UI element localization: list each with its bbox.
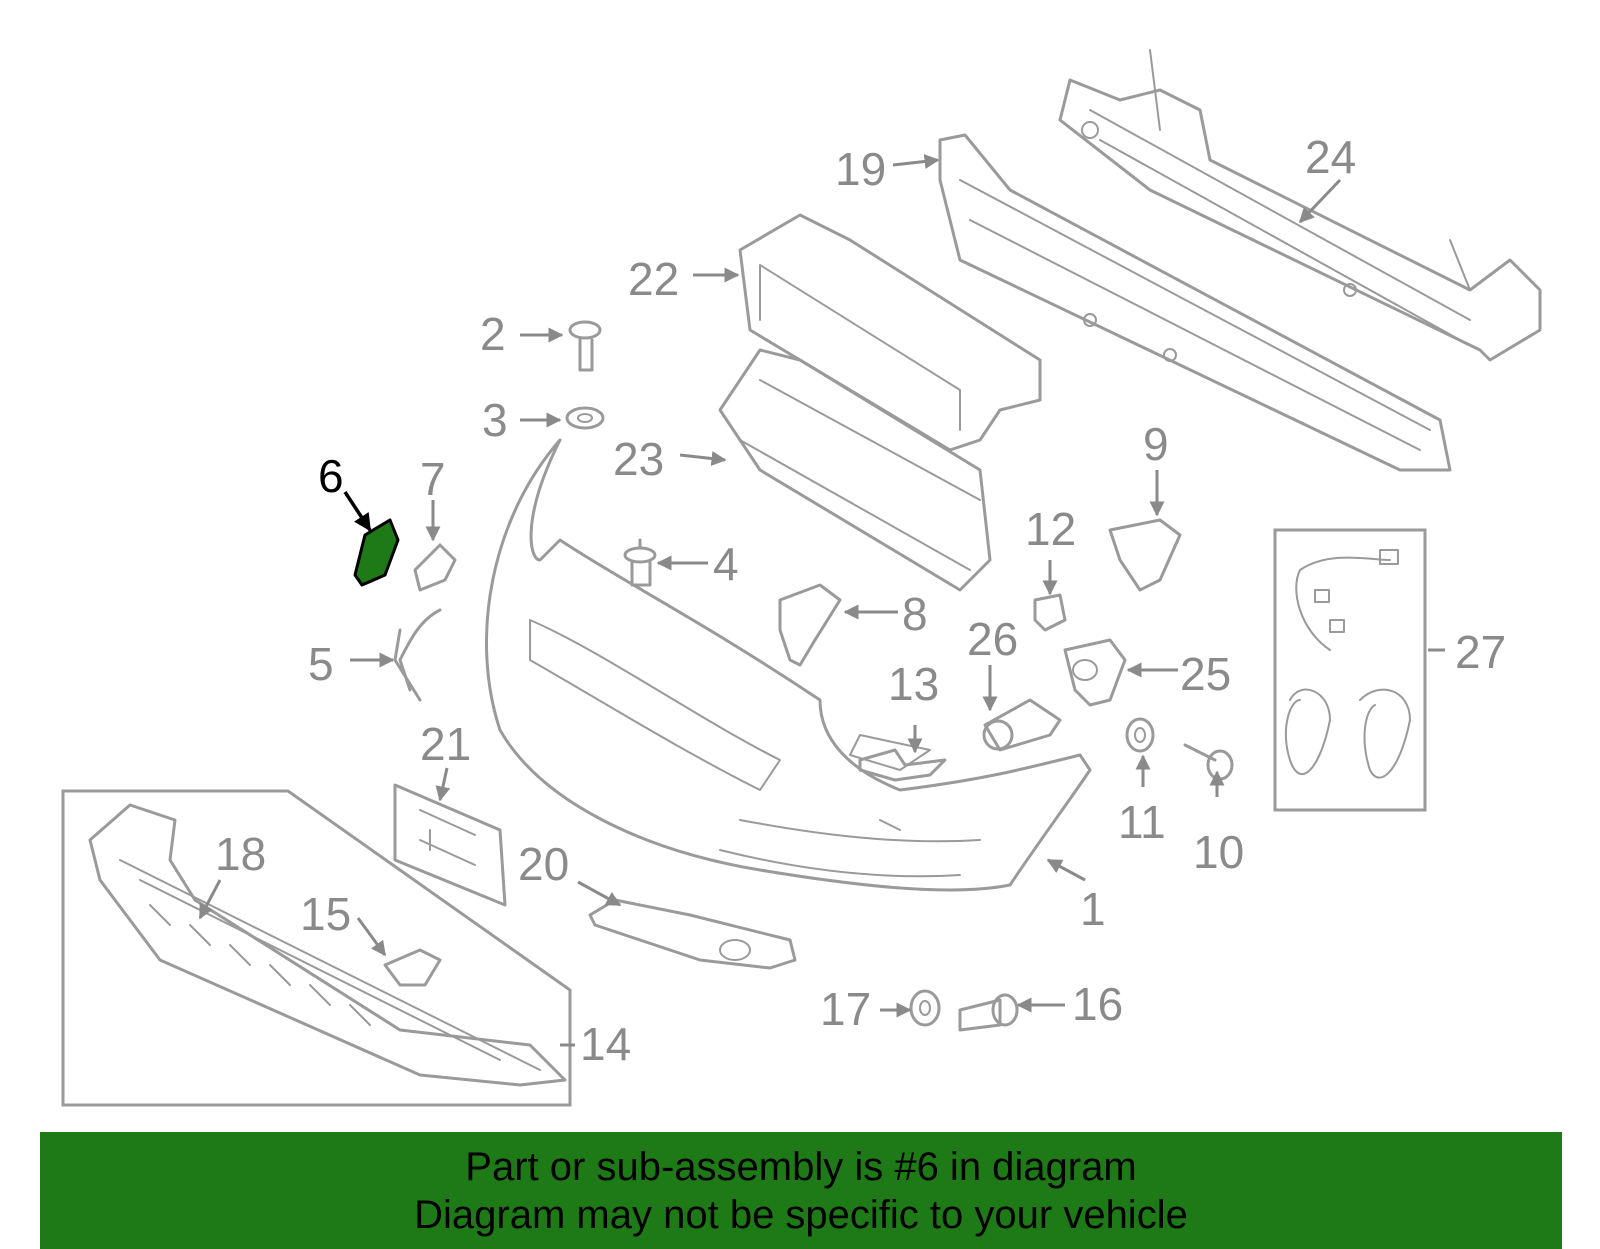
part-27-wiring-harness[interactable]: [1273, 528, 1427, 812]
label-7: 7: [420, 453, 446, 505]
label-11: 11: [1118, 796, 1166, 848]
label-17: 17: [820, 983, 871, 1035]
banner-line-1: Part or sub-assembly is #6 in diagram: [465, 1144, 1137, 1189]
label-10: 10: [1193, 826, 1244, 878]
part-3-washer[interactable]: [565, 406, 605, 430]
leader-lines: [198, 154, 1445, 1047]
label-12: 12: [1025, 503, 1076, 555]
part-11-washer[interactable]: [1125, 717, 1155, 753]
part-labels: 1 2 3 4 5 6 7 8 9 10 11 12 13 14 15 16 1…: [215, 131, 1506, 1070]
label-16: 16: [1072, 978, 1123, 1030]
part-23-air-guide[interactable]: [718, 348, 992, 592]
banner-line-2: Diagram may not be specific to your vehi…: [414, 1192, 1188, 1237]
part-12-connector[interactable]: [1033, 593, 1067, 632]
part-7-bracket[interactable]: [413, 543, 457, 592]
part-9-bracket[interactable]: [1108, 518, 1182, 592]
label-5: 5: [308, 638, 334, 690]
part-21-license-bracket[interactable]: [393, 783, 507, 907]
label-24: 24: [1305, 131, 1356, 183]
part-16-bolt[interactable]: [958, 993, 1019, 1032]
label-13: 13: [888, 658, 939, 710]
part-2-bolt[interactable]: [568, 320, 602, 372]
label-15: 15: [300, 888, 351, 940]
label-18: 18: [215, 828, 266, 880]
part-24-bumper-reinforcement[interactable]: [1058, 49, 1542, 362]
part-13-shield[interactable]: [858, 748, 947, 782]
info-banner: Part or sub-assembly is #6 in diagram Di…: [40, 1132, 1562, 1249]
label-6: 6: [318, 450, 344, 502]
label-19: 19: [835, 143, 886, 195]
label-21: 21: [420, 718, 471, 770]
part-8-bracket[interactable]: [778, 583, 842, 667]
label-4: 4: [713, 538, 739, 590]
label-2: 2: [480, 308, 506, 360]
part-26-parking-sensor[interactable]: [982, 698, 1062, 752]
label-8: 8: [902, 588, 928, 640]
label-3: 3: [482, 394, 508, 446]
label-20: 20: [518, 838, 569, 890]
part-15-clip[interactable]: [383, 948, 442, 987]
label-27: 27: [1455, 626, 1506, 678]
label-25: 25: [1180, 648, 1231, 700]
label-26: 26: [967, 613, 1018, 665]
part-6-washer-cover[interactable]: [353, 518, 400, 587]
part-4-clip[interactable]: [623, 538, 657, 587]
label-14: 14: [580, 1018, 631, 1070]
part-17-washer[interactable]: [909, 989, 941, 1027]
part-25-sensor-holder[interactable]: [1063, 638, 1127, 707]
part-5-trim-bracket[interactable]: [393, 608, 442, 702]
part-20-fog-grille[interactable]: [588, 898, 797, 970]
part-19-energy-absorber[interactable]: [938, 133, 1452, 472]
label-22: 22: [628, 253, 679, 305]
label-9: 9: [1143, 418, 1169, 470]
part-1-bumper-cover[interactable]: [485, 438, 1092, 892]
part-10-bolt[interactable]: [1183, 743, 1234, 781]
label-1: 1: [1080, 883, 1106, 935]
label-23: 23: [613, 433, 664, 485]
part-14-spoiler-assembly[interactable]: [61, 789, 572, 1107]
